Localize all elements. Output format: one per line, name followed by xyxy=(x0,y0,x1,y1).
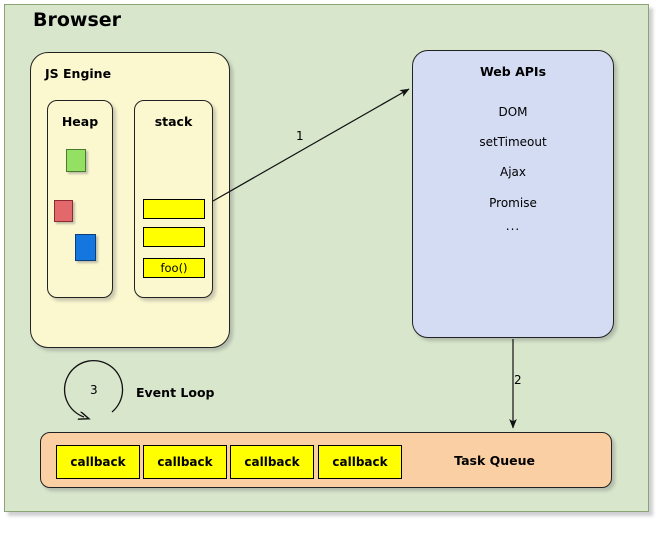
callback-item: callback xyxy=(230,445,314,479)
heap-object-green xyxy=(66,149,86,172)
arrow-label-1: 1 xyxy=(296,129,304,143)
task-queue-title: Task Queue xyxy=(454,453,535,468)
stack-frame-foo: foo() xyxy=(143,258,205,278)
event-loop-label: Event Loop xyxy=(136,385,215,400)
js-engine-title: JS Engine xyxy=(45,66,112,81)
heap-object-blue xyxy=(75,234,96,261)
heap-title: Heap xyxy=(61,114,99,129)
task-queue-box: Task Queue callback callback callback ca… xyxy=(40,432,612,488)
web-apis-title: Web APIs xyxy=(479,64,547,79)
arrow-label-2: 2 xyxy=(514,373,522,387)
web-api-item-dom: DOM xyxy=(498,105,528,119)
page-title: Browser xyxy=(33,9,122,31)
web-api-item-ellipsis: ... xyxy=(505,219,521,233)
web-api-item-ajax: Ajax xyxy=(500,165,526,179)
callback-item: callback xyxy=(56,445,140,479)
stack-frame xyxy=(143,227,205,247)
web-api-item-settimeout: setTimeout xyxy=(479,135,547,149)
stack-box: stack foo() xyxy=(134,100,213,298)
web-apis-box: Web APIs DOM setTimeout Ajax Promise ... xyxy=(412,50,614,338)
stack-title: stack xyxy=(154,114,193,129)
callback-item: callback xyxy=(318,445,402,479)
callback-item: callback xyxy=(143,445,227,479)
heap-box: Heap xyxy=(47,100,113,298)
stack-frame xyxy=(143,199,205,219)
web-api-item-promise: Promise xyxy=(489,196,537,210)
event-loop-step-number: 3 xyxy=(90,383,98,397)
heap-object-red xyxy=(54,200,73,222)
